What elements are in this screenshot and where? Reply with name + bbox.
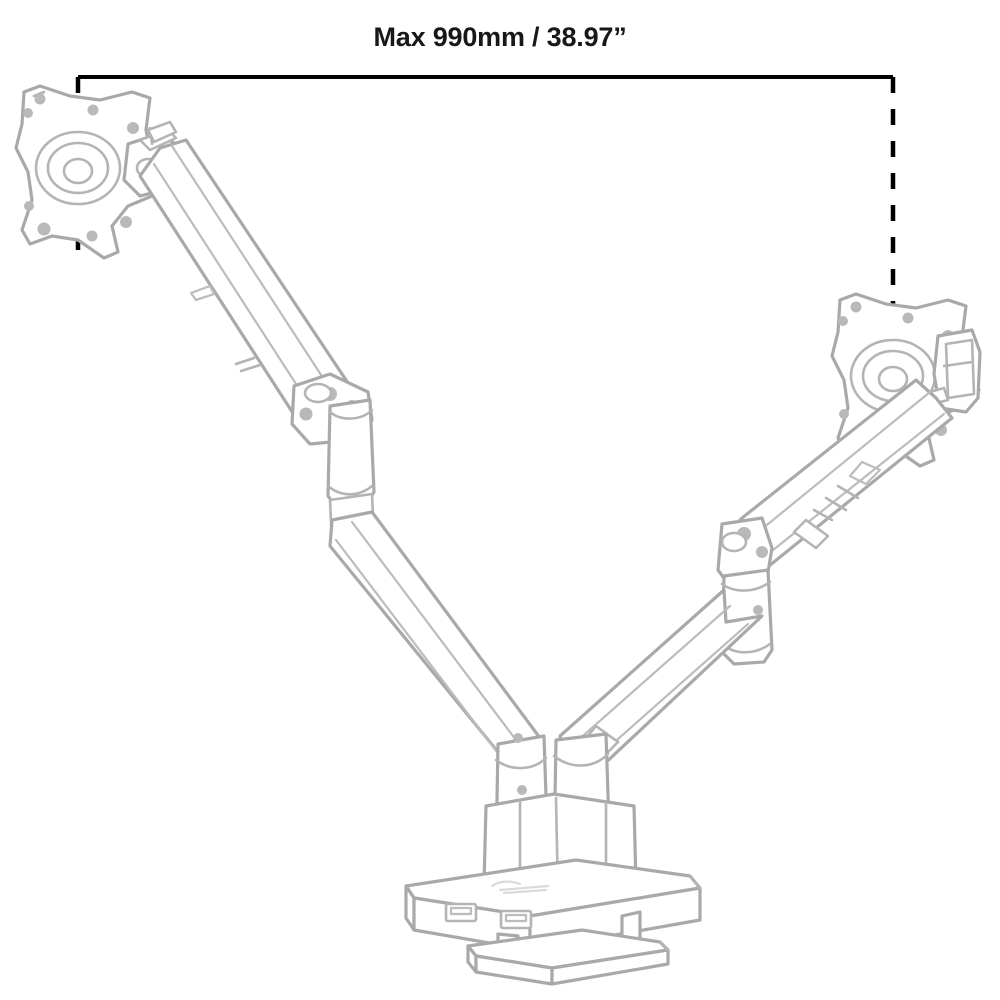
- left-vesa-plate: [14, 84, 165, 260]
- right-tilt-head: [928, 328, 982, 414]
- right-vesa-hub-inner: [877, 365, 909, 393]
- left-arm-assembly: [14, 84, 550, 870]
- right-arm-assembly: [552, 292, 982, 870]
- usb-port-1: [444, 902, 478, 923]
- desk-clamp-base: [404, 792, 702, 986]
- usb-port-2: [499, 909, 533, 930]
- left-upper-arm: [138, 138, 360, 444]
- brand-logo: [490, 880, 550, 895]
- left-vesa-hub-inner: [62, 157, 94, 185]
- dimension-label: Max 990mm / 38.97”: [373, 22, 627, 52]
- left-lower-arm: [328, 510, 542, 794]
- dimension-line-group: [75, 75, 896, 378]
